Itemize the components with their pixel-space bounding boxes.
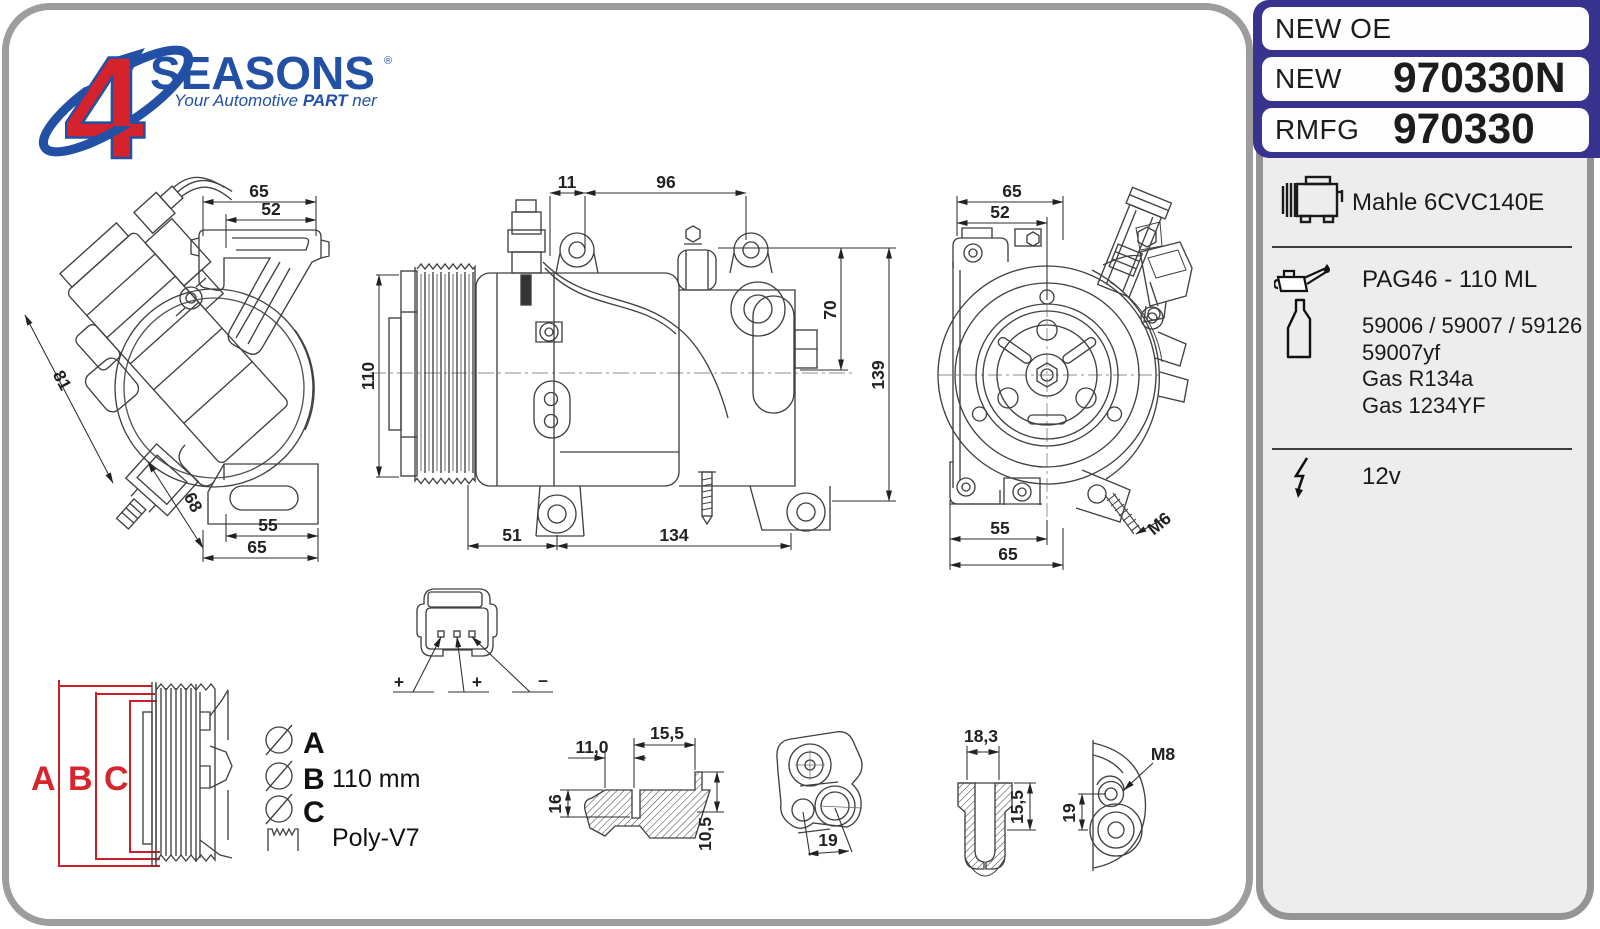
svg-text:B: B: [68, 760, 93, 798]
svg-text:65: 65: [1002, 181, 1022, 201]
svg-text:15,5: 15,5: [1007, 790, 1027, 824]
svg-text:B: B: [303, 763, 325, 796]
svg-text:M8: M8: [1151, 744, 1176, 764]
svg-text:65: 65: [249, 181, 269, 201]
svg-text:SEASONS: SEASONS: [150, 47, 375, 99]
svg-text:52: 52: [990, 202, 1010, 222]
svg-text:®: ®: [384, 55, 392, 67]
svg-text:10,5: 10,5: [695, 817, 715, 851]
svg-text:96: 96: [656, 172, 676, 192]
svg-text:68: 68: [180, 489, 207, 516]
svg-text:M6: M6: [1143, 508, 1175, 539]
svg-text:–: –: [538, 670, 548, 690]
svg-text:139: 139: [868, 360, 888, 389]
svg-text:110 mm: 110 mm: [332, 765, 420, 793]
svg-text:81: 81: [49, 367, 76, 394]
svg-text:51: 51: [502, 525, 522, 545]
svg-text:11: 11: [558, 172, 577, 192]
svg-text:16: 16: [545, 794, 565, 814]
svg-text:15,5: 15,5: [650, 723, 684, 743]
svg-text:+: +: [394, 672, 404, 692]
svg-text:Poly-V7: Poly-V7: [332, 824, 420, 852]
svg-text:C: C: [104, 760, 129, 798]
svg-text:19: 19: [818, 830, 838, 850]
svg-text:55: 55: [258, 515, 278, 535]
svg-text:65: 65: [998, 544, 1018, 564]
svg-text:A: A: [31, 760, 56, 798]
svg-text:11,0: 11,0: [575, 737, 608, 757]
svg-text:18,3: 18,3: [964, 726, 998, 746]
svg-text:Your Automotive PART ner: Your Automotive PART ner: [174, 91, 378, 110]
svg-text:65: 65: [247, 537, 267, 557]
svg-text:+: +: [472, 672, 482, 692]
svg-text:110: 110: [358, 362, 378, 390]
svg-text:C: C: [303, 796, 325, 829]
svg-text:52: 52: [261, 199, 281, 219]
svg-text:55: 55: [990, 518, 1010, 538]
svg-text:4: 4: [64, 28, 145, 176]
svg-text:134: 134: [659, 525, 688, 545]
svg-text:70: 70: [820, 300, 840, 320]
svg-text:19: 19: [1059, 803, 1079, 823]
svg-text:A: A: [303, 727, 325, 760]
